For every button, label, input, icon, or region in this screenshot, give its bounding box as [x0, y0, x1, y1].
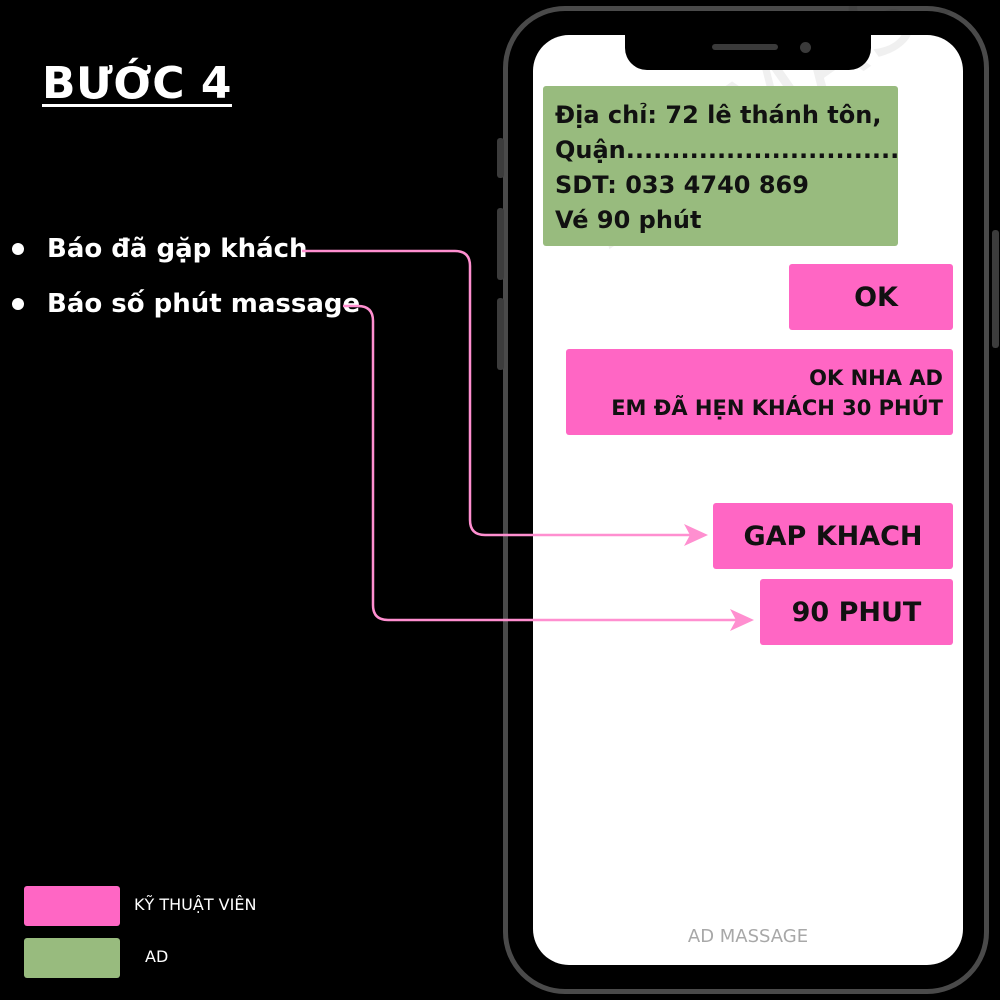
ad-message-bubble: Địa chỉ: 72 lê thánh tôn, Quận..........… [543, 86, 900, 246]
ad-message-line: Địa chỉ: 72 lê thánh tôn, [555, 101, 882, 129]
bullet-text: Báo số phút massage [47, 289, 361, 319]
technician-met-customer-bubble: GAP KHACH [713, 503, 953, 569]
step-title: BƯỚC 4 [42, 58, 232, 109]
arrowhead-icon [684, 524, 708, 546]
legend-swatch-ad [24, 938, 120, 978]
ad-message-line: SDT: 033 4740 869 [555, 171, 809, 199]
phone-volume-down-button [497, 298, 504, 370]
camera-icon [800, 42, 811, 53]
connector-line-minutes [343, 304, 746, 622]
bullet-dot-icon [12, 298, 24, 310]
bullet-dot-icon [12, 243, 24, 255]
legend-label-ad: AD [145, 947, 169, 966]
ad-message-line: Quận.............................. [555, 136, 900, 164]
screen-footer-label: AD MASSAGE [687, 926, 809, 947]
ad-message-line: Vé 90 phút [555, 206, 702, 234]
technician-reply-bubble: OK NHA AD EM ĐÃ HẸN KHÁCH 30 PHÚT [566, 349, 953, 435]
phone-volume-up-button [497, 208, 504, 280]
legend-swatch-technician [24, 886, 120, 926]
speaker-icon [712, 44, 778, 50]
arrowhead-icon [730, 609, 754, 631]
reply-line: EM ĐÃ HẸN KHÁCH 30 PHÚT [611, 396, 943, 420]
connector-line-met-customer [302, 249, 700, 537]
phone-power-button [992, 230, 999, 348]
reply-line: OK NHA AD [809, 366, 943, 390]
legend-label-technician: KỸ THUẬT VIÊN [134, 895, 257, 914]
phone-side-button [497, 138, 504, 178]
phone-notch [625, 30, 871, 70]
technician-minutes-bubble: 90 PHUT [760, 579, 953, 645]
bullet-text: Báo đã gặp khách [47, 234, 308, 264]
technician-ok-bubble: OK [789, 264, 953, 330]
bullet-item-minutes: Báo số phút massage [12, 289, 360, 319]
bullet-item-met-customer: Báo đã gặp khách [12, 234, 308, 264]
